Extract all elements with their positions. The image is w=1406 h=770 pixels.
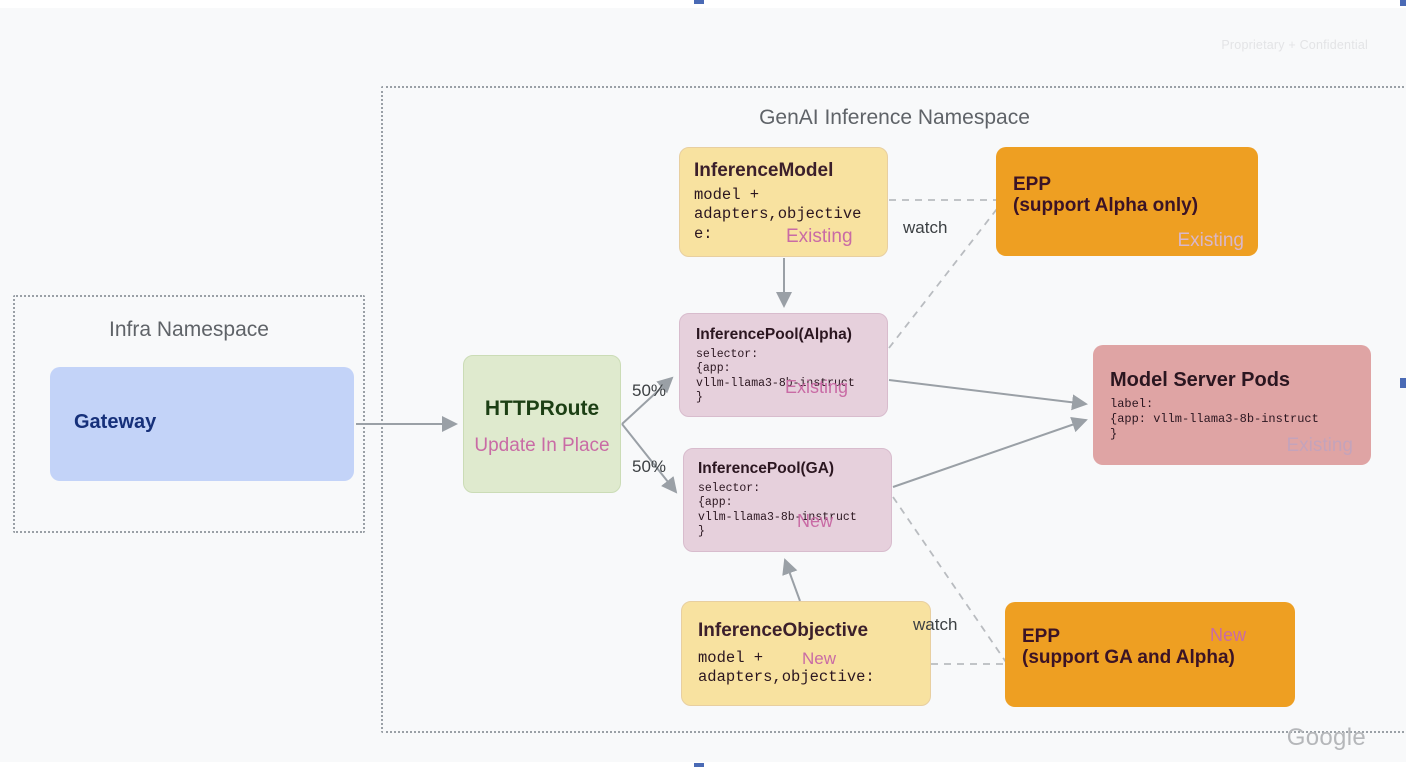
gateway-title: Gateway [74,411,157,433]
epp-ga-title-line2: (support GA and Alpha) [1022,647,1235,669]
edge-label-split-ga: 50% [632,457,667,476]
inference-model-spec: model + adapters,objective e: [694,186,862,243]
edge-watch-pool-ga-epp-ga [892,496,1009,666]
edge-label-watch-top: watch [903,218,948,237]
slide-guide-marker-top [694,0,704,4]
inference-pool-alpha-spec: selector: {app: vllm-llama3-8b-instruct … [696,348,855,405]
edge-watch-pool-alpha-epp-alpha [888,204,1001,349]
inference-pool-ga-tag: New [797,511,834,531]
epp-ga-title-line1: EPP [1022,626,1061,647]
edge-label-split-alpha: 50% [632,381,667,400]
node-inference-pool-ga[interactable]: InferencePool(GA) selector: {app: vllm-l… [683,448,892,552]
edge-label-watch-bottom: watch [913,615,958,634]
node-inference-objective[interactable]: InferenceObjective model + adapters,obje… [681,601,931,706]
node-gateway[interactable]: Gateway [50,367,354,481]
inference-pool-alpha-title: InferencePool(Alpha) [696,326,852,343]
slide-top-margin [0,0,1406,8]
node-model-server-pods[interactable]: Model Server Pods label: {app: vllm-llam… [1093,345,1371,465]
namespace-infra: Infra Namespace [13,295,365,533]
epp-ga-title: EPP(support GA and Alpha) [1022,626,1235,669]
epp-alpha-title-line1: EPP [1013,174,1052,195]
inference-pool-ga-spec: selector: {app: vllm-llama3-8b-instruct … [698,482,857,539]
model-server-pods-tag: Existing [1286,435,1353,456]
namespace-infra-title: Infra Namespace [109,318,269,341]
edge-pool-ga-to-pods [892,417,1088,488]
node-inference-model[interactable]: InferenceModel model + adapters,objectiv… [679,147,888,257]
httproute-title: HTTPRoute [484,397,600,420]
edge-httproute-to-pool-alpha [621,376,674,425]
slide-guide-marker-corner [1400,0,1406,6]
confidential-notice: Proprietary + Confidential [1221,38,1368,52]
model-server-pods-title: Model Server Pods [1110,369,1291,391]
epp-ga-tag: New [1210,625,1247,645]
edge-httproute-to-pool-ga [621,423,678,494]
epp-alpha-title-line2: (support Alpha only) [1013,195,1199,217]
epp-alpha-title: EPP(support Alpha only) [1013,174,1198,217]
inference-objective-tag: New [802,649,837,668]
slide-guide-marker-bottom [694,763,704,767]
inference-model-tag: Existing [786,226,853,247]
inference-pool-ga-title: InferencePool(GA) [698,460,835,477]
edge-objective-to-pool-ga [782,558,801,602]
inference-model-title: InferenceModel [694,160,834,181]
node-inference-pool-alpha[interactable]: InferencePool(Alpha) selector: {app: vll… [679,313,888,417]
model-server-pods-spec: label: {app: vllm-llama3-8b-instruct } [1110,397,1319,441]
namespace-genai-title: GenAI Inference Namespace [759,106,1030,129]
node-epp-alpha[interactable]: EPP(support Alpha only) Existing [996,147,1258,256]
slide-guide-marker-right [1400,378,1406,388]
epp-alpha-tag: Existing [1177,230,1244,251]
edge-pool-alpha-to-pods [888,379,1088,411]
namespace-genai: GenAI Inference Namespace [381,86,1406,733]
google-logo: Google [1286,724,1366,751]
inference-pool-alpha-tag: Existing [785,377,849,397]
node-httproute[interactable]: HTTPRoute Update In Place [463,355,621,493]
httproute-tag: Update In Place [474,435,610,456]
inference-objective-title: InferenceObjective [698,620,869,641]
node-epp-ga[interactable]: EPP(support GA and Alpha) New [1005,602,1295,707]
inference-objective-spec: model + adapters,objective: [698,649,875,687]
